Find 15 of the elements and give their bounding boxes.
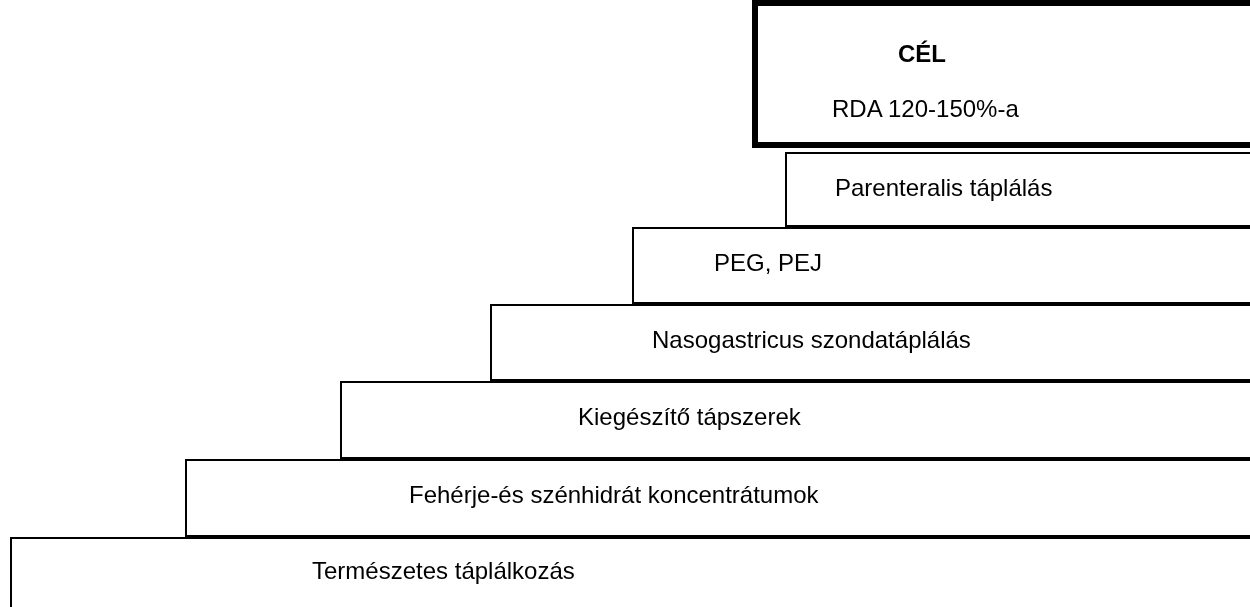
step-box [340,381,1250,459]
step-box [785,152,1250,227]
step-box [490,304,1250,381]
step-label: RDA 120-150%-a [832,95,1019,124]
goal-box [752,0,1250,148]
step-label: Természetes táplálkozás [312,557,575,586]
step-label: Parenteralis táplálás [835,174,1053,203]
step-box [632,227,1250,304]
step-box [10,537,1250,607]
step-label: Kiegészítő tápszerek [578,403,801,432]
step-label: Fehérje-és szénhidrát koncentrátumok [409,481,819,510]
step-label: Nasogastricus szondatáplálás [652,326,971,355]
goal-heading: CÉL [898,40,946,69]
step-label: PEG, PEJ [714,249,823,278]
step-box [185,459,1250,537]
